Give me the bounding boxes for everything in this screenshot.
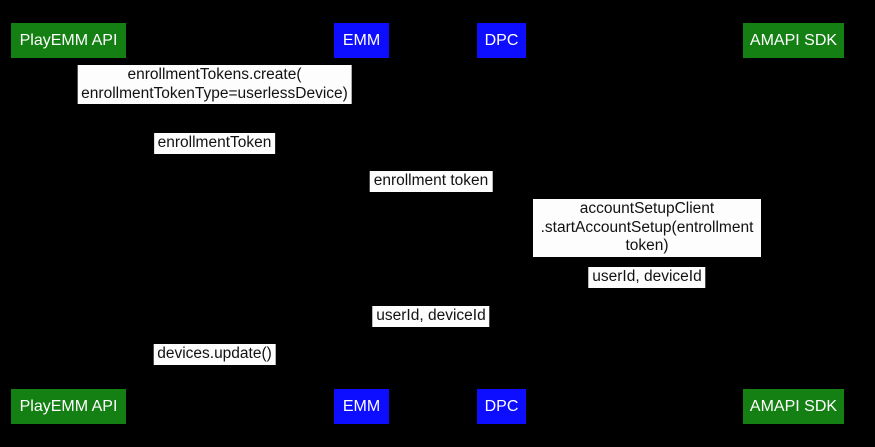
actor-emm-top: EMM (334, 23, 389, 58)
actor-emm-bottom: EMM (334, 389, 389, 424)
actor-dpc-bottom: DPC (477, 389, 526, 424)
message-label-enrollment-tokens-create: enrollmentTokens.create( enrollmentToken… (77, 65, 352, 104)
actor-amapi-sdk-bottom: AMAPI SDK (743, 389, 844, 424)
message-label-userid-deviceid-to-emm: userId, deviceId (372, 306, 490, 327)
message-label-devices-update: devices.update() (153, 344, 276, 365)
message-label-enrollment-token-return: enrollmentToken (153, 133, 276, 154)
message-label-start-account-setup: accountSetupClient .startAccountSetup(en… (533, 199, 761, 257)
actor-playemm-api-bottom: PlayEMM API (11, 389, 126, 424)
actor-playemm-api-top: PlayEMM API (11, 23, 126, 58)
actor-dpc-top: DPC (477, 23, 526, 58)
message-label-userid-deviceid-from-sdk: userId, deviceId (588, 267, 706, 288)
actor-amapi-sdk-top: AMAPI SDK (743, 23, 844, 58)
message-label-enrollment-token-to-dpc: enrollment token (369, 171, 493, 192)
